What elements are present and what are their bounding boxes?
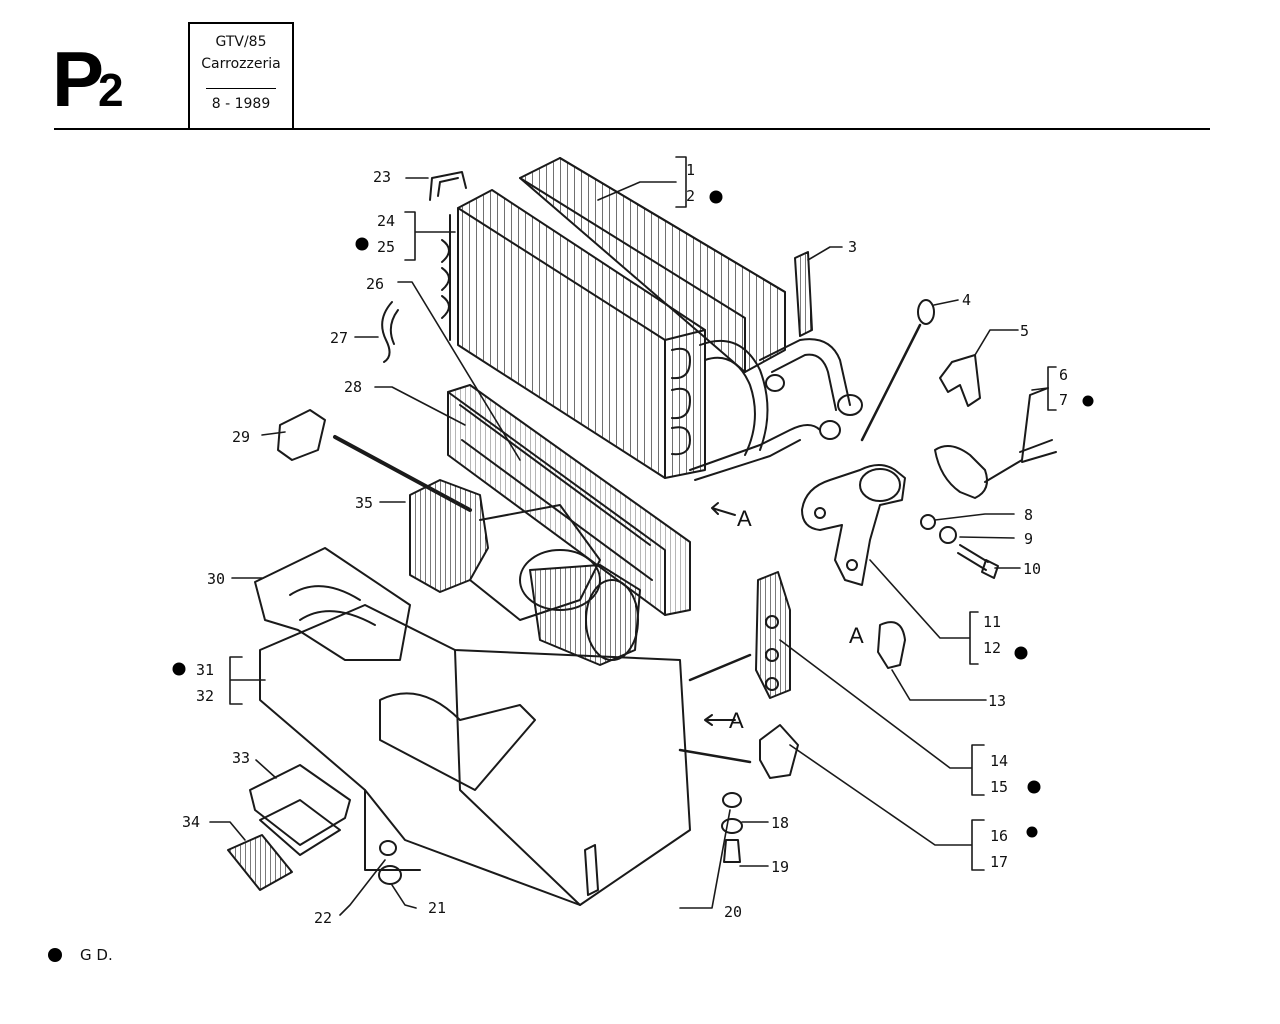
callout-27: 27 — [330, 329, 348, 347]
page-code-letter: P — [52, 35, 105, 123]
evaporator-core-front — [441, 189, 706, 479]
callout-34: 34 — [182, 813, 200, 831]
callout-3: 3 — [848, 238, 857, 256]
o-ring-4 — [917, 299, 935, 325]
reference-a-top: A — [737, 506, 752, 531]
callout-2: 2 — [686, 187, 695, 205]
washer-9 — [939, 526, 957, 544]
flap-14-15 — [755, 571, 791, 699]
fasteners-18-19 — [721, 792, 743, 863]
callout-18: 18 — [771, 814, 789, 832]
filter-33-34 — [227, 764, 351, 891]
fasteners-21-22 — [378, 840, 402, 885]
callout-24: 24 — [377, 212, 395, 230]
callout-11: 11 — [983, 613, 1001, 631]
seal-strip-3 — [794, 251, 813, 337]
callout-30: 30 — [207, 570, 225, 588]
callout-1: 1 — [686, 161, 695, 179]
refrigerant-pipes — [671, 338, 863, 481]
bolt-10 — [957, 544, 999, 579]
page-code: P2 — [52, 40, 130, 118]
callout-6: 6 — [1059, 366, 1068, 384]
section-name: Carrozzeria — [201, 56, 281, 72]
gd-marker-2 — [709, 190, 723, 204]
reference-a-clip: A — [849, 623, 864, 648]
evaporator-core-rear — [519, 157, 786, 373]
clip-13 — [877, 621, 906, 669]
housing-upper-30 — [254, 547, 411, 661]
callout-22: 22 — [314, 909, 332, 927]
callout-32: 32 — [196, 687, 214, 705]
callout-9: 9 — [1024, 530, 1033, 548]
callout-31: 31 — [196, 661, 214, 679]
clip-23 — [429, 171, 467, 201]
model-info-box: GTV/85 Carrozzeria 8 - 1989 — [188, 22, 294, 130]
blower-35 — [409, 479, 641, 666]
gd-marker-12 — [1014, 646, 1028, 660]
info-divider — [206, 88, 276, 89]
callout-13: 13 — [988, 692, 1006, 710]
callout-33: 33 — [232, 749, 250, 767]
thermostat-6-7 — [934, 387, 1057, 499]
callout-5: 5 — [1020, 322, 1029, 340]
bracket-16-17 — [759, 724, 799, 779]
header-rule — [54, 128, 1210, 130]
callout-14: 14 — [990, 752, 1008, 770]
gd-markers — [172, 190, 1094, 838]
cap-29 — [277, 409, 326, 461]
leader-lines — [209, 156, 1057, 916]
page-code-number: 2 — [98, 64, 124, 116]
callout-4: 4 — [962, 291, 971, 309]
callout-26: 26 — [366, 275, 384, 293]
callout-15: 15 — [990, 778, 1008, 796]
callout-8: 8 — [1024, 506, 1033, 524]
issue-date: 8 - 1989 — [211, 96, 271, 112]
model-name: GTV/85 — [215, 34, 267, 50]
legend-label: G D. — [80, 946, 113, 964]
washer-8 — [920, 514, 936, 530]
callout-29: 29 — [232, 428, 250, 446]
reference-arrows — [704, 502, 736, 726]
clamp-5 — [939, 354, 981, 407]
reference-a-housing: A — [729, 708, 744, 733]
gd-marker-7 — [1082, 395, 1094, 407]
callout-23: 23 — [373, 168, 391, 186]
callout-35: 35 — [355, 494, 373, 512]
callout-19: 19 — [771, 858, 789, 876]
gd-marker-25 — [355, 237, 369, 251]
expansion-valve-11-12 — [801, 464, 906, 586]
callout-21: 21 — [428, 899, 446, 917]
callout-28: 28 — [344, 378, 362, 396]
legend: G D. — [48, 946, 113, 964]
callout-20: 20 — [724, 903, 742, 921]
callout-10: 10 — [1023, 560, 1041, 578]
clip-27 — [381, 301, 399, 363]
callout-25: 25 — [377, 238, 395, 256]
callout-12: 12 — [983, 639, 1001, 657]
callout-7: 7 — [1059, 391, 1068, 409]
housing-lower-31-32 — [259, 604, 691, 906]
gd-marker-31 — [172, 662, 186, 676]
gd-marker-15 — [1027, 780, 1041, 794]
callout-16: 16 — [990, 827, 1008, 845]
callout-17: 17 — [990, 853, 1008, 871]
gd-marker-16 — [1026, 826, 1038, 838]
legend-dot-icon — [48, 948, 62, 962]
